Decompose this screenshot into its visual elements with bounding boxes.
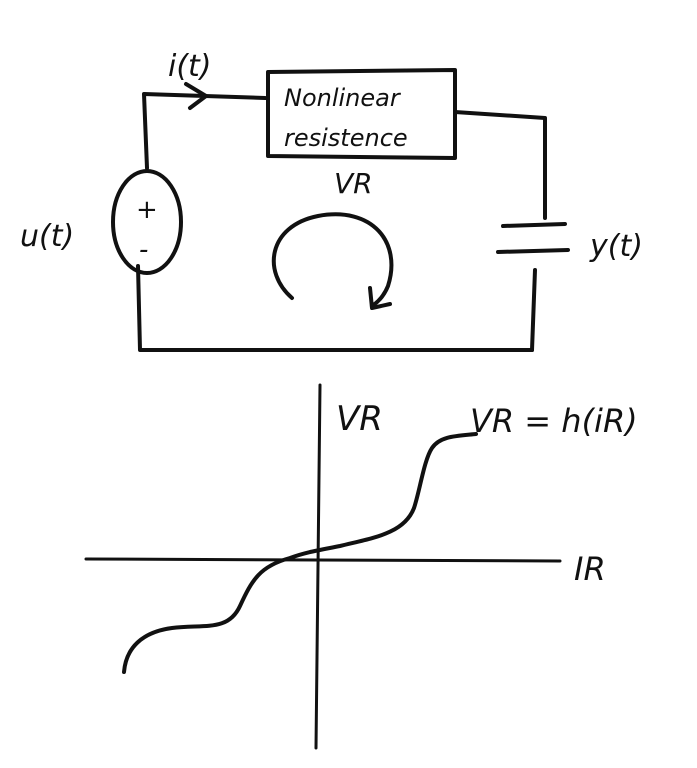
loop-arrow [271,212,394,308]
x-axis [84,557,562,563]
current-label: i(t) [168,49,212,84]
circuit-diagram [111,68,570,352]
wire-bottom [136,264,534,352]
x-axis-label: IR [574,550,606,588]
source-minus-sign: - [139,235,148,265]
resistor-voltage-label: VR [334,167,373,200]
source-label: u(t) [20,219,74,254]
output-label: y(t) [589,229,643,264]
voltage-source [111,169,183,275]
wire-right-bottom [530,268,537,352]
capacitor-plate-top [501,222,567,228]
function-label: VR = h(iR) [470,402,638,440]
current-arrow [184,82,208,110]
y-axis [314,383,322,750]
source-plus-sign: + [136,195,158,225]
resistor-label-line1: Nonlinear [284,84,402,112]
loop-arrow-head [368,286,392,310]
nonlinear-resistor-box [266,68,457,160]
capacitor-plate-bottom [496,248,570,254]
wire-top-left [142,92,267,170]
y-axis-label: VR [336,399,383,439]
resistor-label-line2: resistence [284,124,408,152]
wire-top-right [453,110,547,220]
characteristic-graph [84,383,562,750]
characteristic-curve [122,432,478,674]
